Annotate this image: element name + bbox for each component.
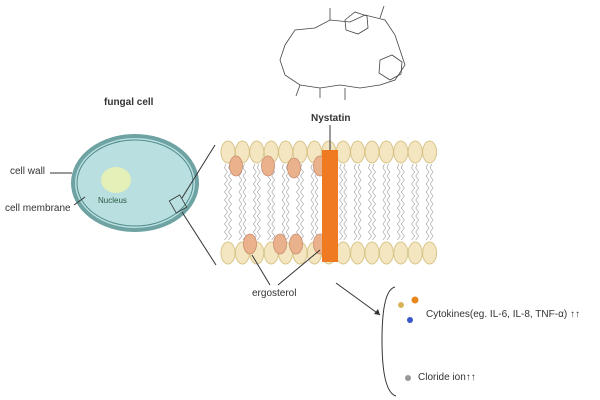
lipid-head-bottom [364, 241, 380, 265]
ergosterol-pointer-2 [277, 249, 321, 286]
fungal-cell [71, 134, 199, 232]
cell-membrane-pointer [73, 196, 86, 206]
lipid-tail [372, 163, 376, 241]
ergosterol-molecule [273, 233, 287, 255]
lipid-tail [425, 163, 430, 241]
lipid-tail [368, 163, 372, 241]
lipid-head-bottom [220, 241, 236, 265]
lipid-head-top [249, 140, 265, 164]
cytokines-label: Cytokines(eg. IL-6, IL-8, TNF-α) ↑↑ [426, 309, 580, 320]
cytokine-dot-orange [411, 296, 419, 304]
lipid-tail [252, 163, 257, 241]
lipid-tail [429, 163, 434, 241]
lipid-head-top [378, 140, 394, 164]
lipid-tail [285, 163, 290, 241]
lipid-tail [400, 163, 405, 241]
lipid-tail [238, 163, 243, 241]
ergosterol-molecule [261, 155, 275, 177]
ergosterol-molecule [287, 157, 301, 179]
chloride-label: Cloride ion↑↑ [418, 372, 476, 383]
zoom-line-top [181, 144, 216, 199]
chloride-ion-icon [405, 375, 411, 381]
lipid-head-top [364, 140, 380, 164]
lipid-tail [382, 163, 387, 241]
arrow-head-icon [374, 309, 380, 315]
zoom-line-bottom [181, 211, 217, 266]
lipid-head-bottom [393, 241, 409, 265]
lipid-head-top [393, 140, 409, 164]
nystatin-label: Nystatin [311, 113, 351, 124]
cell-membrane-label: cell membrane [5, 203, 71, 214]
zoom-box [168, 194, 188, 214]
lipid-head-bottom [350, 241, 366, 265]
brace [381, 286, 397, 397]
ergosterol-molecule [229, 155, 243, 177]
fungal-cell-label: fungal cell [104, 97, 154, 108]
nystatin-pore [322, 150, 338, 262]
lipid-tail [310, 163, 315, 241]
lipid-tail [357, 163, 362, 241]
lipid-tail [411, 163, 416, 241]
lipid-tail [281, 163, 286, 241]
lipid-tail [300, 163, 304, 241]
effect-arrow [335, 282, 381, 316]
lipid-tail [228, 163, 232, 241]
lipid-tail [386, 163, 391, 241]
lipid-tail [224, 163, 228, 241]
lipid-tail [314, 163, 319, 241]
lipid-tail [415, 163, 420, 241]
lipid-tail [353, 163, 358, 241]
nucleus-label: Nucleus [98, 196, 127, 205]
lipid-head-bottom [378, 241, 394, 265]
lipid-head-bottom [407, 241, 423, 265]
ergosterol-molecule [289, 233, 303, 255]
cytokine-dot-yellow [398, 302, 404, 308]
lipid-head-bottom [422, 241, 438, 265]
cell-membrane [76, 139, 194, 227]
cytokine-dot-blue [407, 317, 413, 323]
nucleus [101, 167, 131, 193]
lipid-head-top [407, 140, 423, 164]
lipid-tail [343, 163, 348, 241]
ergosterol-pointer-1 [251, 254, 271, 286]
lipid-tail [267, 163, 272, 241]
lipid-tail [396, 163, 401, 241]
cell-wall-label: cell wall [10, 166, 46, 177]
lipid-head-top [335, 140, 351, 164]
ergosterol-molecule [243, 233, 257, 255]
lipid-tail [256, 163, 261, 241]
lipid-tail [242, 163, 247, 241]
lipid-tail [339, 163, 344, 241]
lipid-bilayer [220, 140, 438, 265]
lipid-tail [271, 163, 276, 241]
lipid-head-bottom [335, 241, 351, 265]
lipid-head-top [422, 140, 438, 164]
lipid-head-top [350, 140, 366, 164]
ergosterol-label: ergosterol [252, 288, 297, 299]
nystatin-structure [279, 5, 406, 100]
